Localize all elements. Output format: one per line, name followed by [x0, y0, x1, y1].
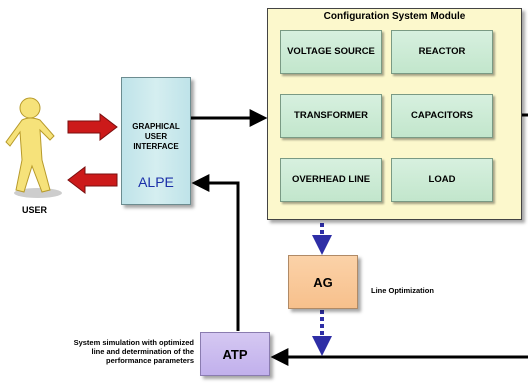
user-figure-icon	[5, 97, 62, 198]
cell-voltage-source: VOLTAGE SOURCE	[280, 30, 382, 74]
user-label: USER	[22, 205, 48, 215]
cell-reactor: REACTOR	[391, 30, 493, 74]
atp-box: ATP	[200, 332, 270, 376]
gui-alpe-label: ALPE	[138, 174, 174, 190]
cell-transformer: TRANSFORMER	[280, 94, 382, 138]
cell-capacitors: CAPACITORS	[391, 94, 493, 138]
cell-load: LOAD	[391, 158, 493, 202]
gui-label: GRAPHICAL USER INTERFACE	[132, 122, 180, 151]
config-module-box: Configuration System Module VOLTAGE SOUR…	[267, 8, 522, 220]
ag-box: AG	[288, 255, 358, 309]
gui-box: GRAPHICAL USER INTERFACE ALPE	[121, 77, 191, 205]
ag-note: Line Optimization	[371, 286, 434, 295]
config-module-title: Configuration System Module	[323, 11, 466, 22]
user-to-gui-red-arrow	[67, 112, 118, 142]
atp-note: System simulation with optimized line an…	[73, 338, 194, 365]
cell-overhead-line: OVERHEAD LINE	[280, 158, 382, 202]
atp-to-gui-arrow	[191, 174, 240, 331]
gui-to-user-red-arrow	[67, 165, 118, 195]
